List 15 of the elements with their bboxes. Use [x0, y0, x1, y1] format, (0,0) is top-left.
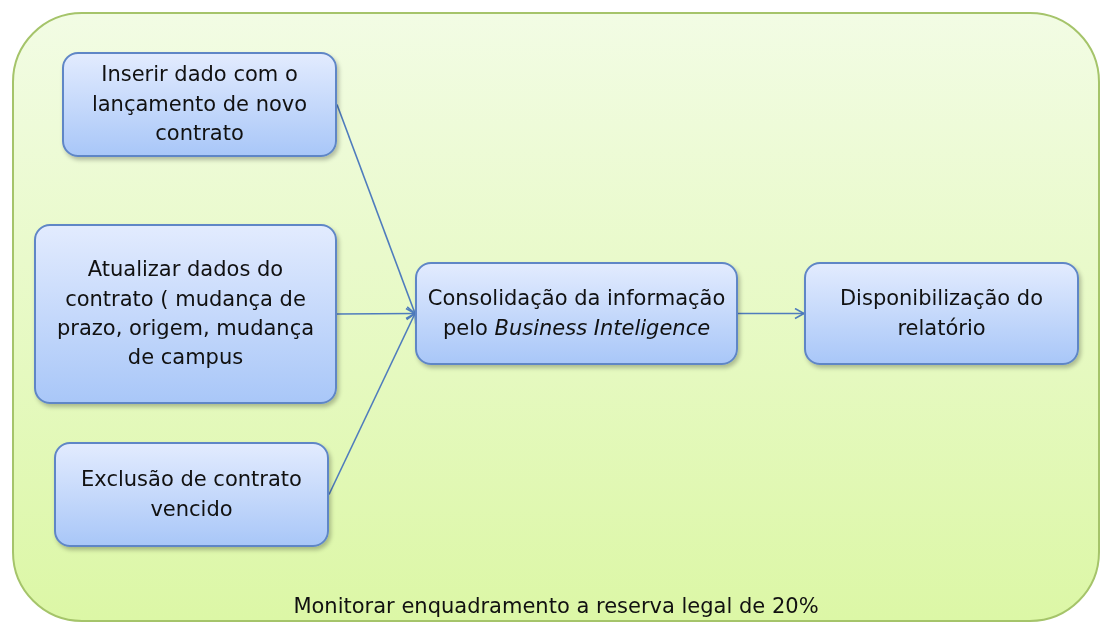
arrow: [737, 307, 805, 320]
box-text: Inserir dado com o lançamento de novo contrato: [90, 61, 309, 148]
box-text: Disponibilização do relatório: [838, 285, 1045, 342]
box-text: Atualizar dados do contrato ( mudança de prazo, origem, mudança de campus: [55, 256, 316, 372]
process-box: [54, 442, 329, 547]
arrow: [328, 312, 417, 496]
box-text: Exclusão de contrato vencido: [80, 466, 303, 523]
group-panel: [12, 12, 1100, 622]
process-box: [62, 52, 337, 157]
process-box: [34, 224, 337, 404]
panel-caption: Monitorar enquadramento a reserva legal de 20%: [292, 594, 820, 618]
arrow: [336, 307, 416, 320]
process-box: [415, 262, 738, 365]
box-text: Consolidação da informação pelo Business Inteligence: [427, 285, 726, 342]
process-box: [804, 262, 1079, 365]
